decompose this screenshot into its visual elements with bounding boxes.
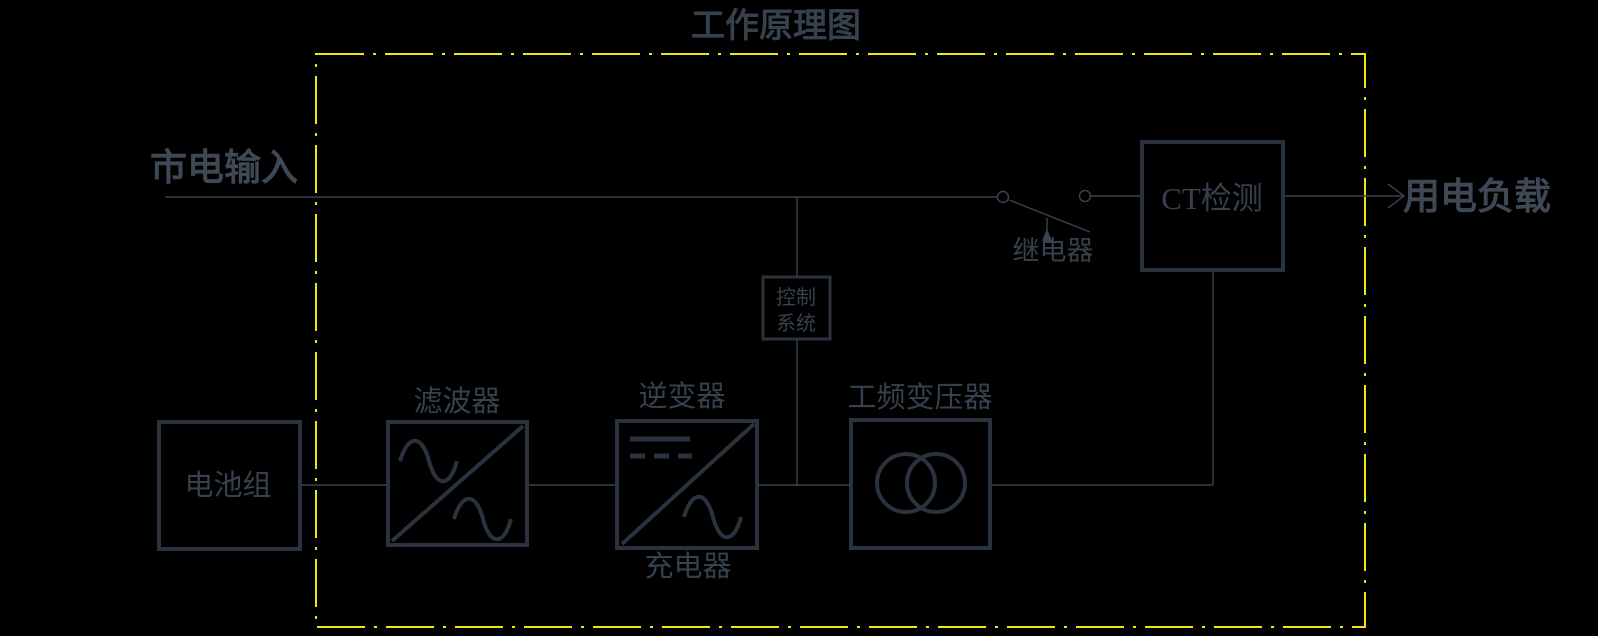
sine-wave-icon	[452, 497, 513, 541]
inverter-node: 逆变器 充电器	[615, 380, 759, 583]
transformer-node: 工频变压器	[847, 381, 993, 550]
sine-wave-icon	[398, 438, 459, 484]
inverter-box	[615, 419, 759, 550]
inverter-label: 逆变器	[638, 380, 725, 413]
battery-node: 电池组	[157, 420, 302, 551]
control-system-label-line1: 控制	[776, 286, 816, 309]
relay-contact-right	[1078, 189, 1092, 203]
device-boundary-dashed-box	[315, 53, 1366, 628]
wires	[165, 183, 1406, 486]
transformer-box	[849, 418, 992, 550]
control-system-label-line2: 系统	[776, 312, 816, 335]
battery-label: 电池组	[184, 469, 271, 502]
inverter-diagonal	[620, 422, 756, 546]
load-label: 用电负载	[1403, 176, 1551, 217]
charger-label: 充电器	[644, 550, 731, 583]
mains-input-label: 市电输入	[150, 146, 298, 188]
battery-box	[157, 420, 302, 551]
diagram-title: 工作原理图	[691, 7, 861, 45]
control-system-node: 控制 系统	[761, 275, 832, 341]
relay-label: 继电器	[1013, 236, 1094, 266]
arrow-right-icon	[1387, 183, 1406, 209]
ct-detection-node: CT检测	[1140, 140, 1285, 272]
relay-blade	[1008, 199, 1091, 233]
ct-detection-label: CT检测	[1161, 181, 1263, 216]
control-system-box	[761, 275, 832, 341]
filter-node: 滤波器	[386, 385, 529, 547]
relay-contact-left	[996, 190, 1010, 204]
sine-wave-icon	[682, 495, 743, 539]
ct-detection-box	[1140, 140, 1285, 272]
transformer-label: 工频变压器	[847, 381, 992, 414]
filter-diagonal	[390, 424, 525, 543]
relay-switch: 继电器	[996, 189, 1094, 266]
transformer-coil-icon	[905, 452, 967, 514]
filter-box	[386, 420, 529, 547]
filter-label: 滤波器	[413, 385, 500, 418]
transformer-coil-icon	[875, 452, 937, 514]
arrow-up-icon	[1042, 229, 1052, 241]
